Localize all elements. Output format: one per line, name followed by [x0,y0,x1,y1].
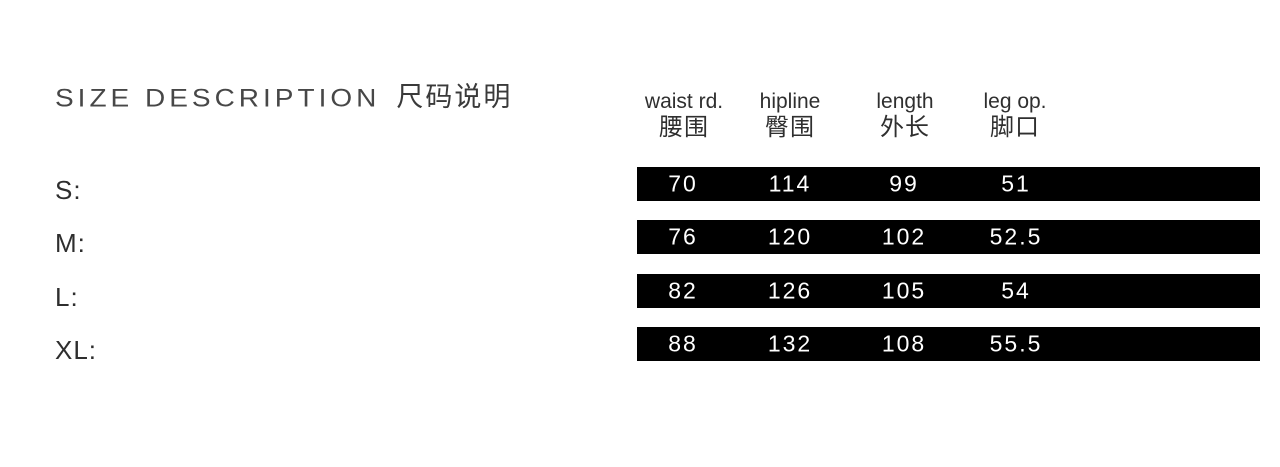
size-bar-m: 76 120 102 52.5 [637,220,1260,254]
title-english: SIZE DESCRIPTION [55,84,381,112]
size-label-m: M: [55,228,86,258]
title-chinese: 尺码说明 [396,82,513,112]
table-row-xl: XL: 88 132 108 55.5 [0,327,1280,365]
size-label-xl: XL: [55,335,98,365]
value-m-length: 102 [881,223,927,250]
table-row-m: M: 76 120 102 52.5 [0,220,1280,258]
size-bar-s: 70 114 99 51 [637,167,1260,201]
column-header-waist: waist rd. 腰围 [645,91,723,141]
value-xl-waist: 88 [668,330,698,357]
value-xl-leg-opening: 55.5 [989,330,1043,357]
size-label-l: L: [55,282,79,312]
table-row-l: L: 82 126 105 54 [0,274,1280,312]
value-l-hipline: 126 [767,277,813,304]
value-s-waist: 70 [668,170,698,197]
value-m-hipline: 120 [767,223,813,250]
table-row-s: S: 70 114 99 51 [0,167,1280,205]
column-header-hipline-zh: 臀围 [765,114,815,141]
value-xl-hipline: 132 [767,330,813,357]
value-s-leg-opening: 51 [1001,170,1031,197]
size-label-s: S: [55,175,82,205]
page-title: SIZE DESCRIPTION 尺码说明 [55,82,512,112]
value-xl-length: 108 [881,330,927,357]
value-l-leg-opening: 54 [1001,277,1031,304]
column-header-hipline: hipline 臀围 [760,91,821,141]
column-header-length-zh: 外长 [880,114,930,141]
column-header-length-en: length [876,90,934,113]
size-bar-l: 82 126 105 54 [637,274,1260,308]
column-header-waist-en: waist rd. [644,90,724,113]
value-m-leg-opening: 52.5 [989,223,1043,250]
column-header-waist-zh: 腰围 [659,114,709,141]
column-header-leg-opening: leg op. 脚口 [983,91,1046,141]
column-header-hipline-en: hipline [759,90,821,113]
value-l-waist: 82 [668,277,698,304]
value-s-length: 99 [889,170,919,197]
size-bar-xl: 88 132 108 55.5 [637,327,1260,361]
column-header-length: length 外长 [876,91,933,141]
column-header-leg-opening-en: leg op. [983,90,1047,113]
column-header-leg-opening-zh: 脚口 [990,114,1040,141]
value-s-hipline: 114 [768,170,812,197]
value-l-length: 105 [881,277,927,304]
value-m-waist: 76 [668,223,698,250]
